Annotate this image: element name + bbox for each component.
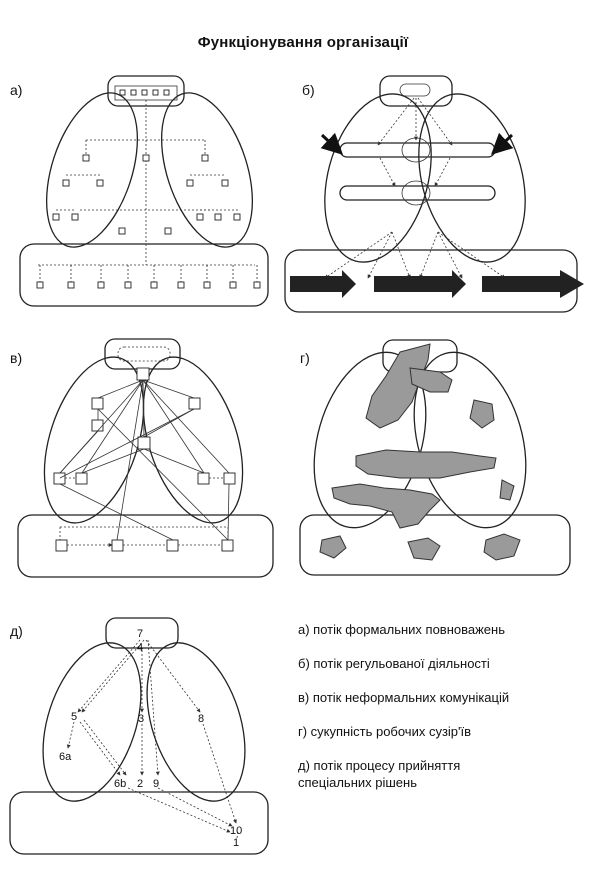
decision-node-9: 9 [153, 778, 159, 790]
legend-item-g: г) сукупність робочих сузір'їв [298, 724, 472, 739]
panel-b-regulated-activity [284, 75, 584, 313]
panel-v-informal-communication [17, 338, 274, 578]
decision-node-1: 1 [233, 837, 239, 849]
panel-label-b: б) [302, 82, 315, 98]
panel-label-v: в) [10, 350, 23, 366]
legend-item-a: а) потік формальних повноважень [298, 622, 505, 637]
panel-d-decision-process: 7 4 5 3 8 6а 6b 2 9 10 1 [9, 617, 269, 855]
legend-item-b: б) потік регульованої діяльності [298, 656, 490, 671]
decision-node-6a: 6а [59, 751, 72, 763]
decision-node-8: 8 [198, 713, 204, 725]
decision-node-2: 2 [137, 778, 143, 790]
legend: а) потік формальних повноважень б) потік… [298, 621, 598, 808]
decision-node-7: 7 [137, 628, 143, 640]
legend-item-d: д) потік процесу прийняття спеціальних р… [298, 758, 461, 790]
decision-node-10: 10 [230, 825, 242, 837]
decision-node-4: 4 [137, 642, 143, 654]
decision-node-3: 3 [138, 713, 144, 725]
panel-label-d: д) [10, 623, 23, 639]
panel-label-a: а) [10, 82, 23, 98]
decision-node-5: 5 [71, 711, 77, 723]
legend-item-v: в) потік неформальних комунікацій [298, 690, 510, 705]
panel-a-formal-authority [19, 75, 269, 307]
panel-label-g: г) [300, 350, 310, 366]
decision-node-6b: 6b [114, 778, 126, 790]
panel-g-work-constellations [299, 339, 571, 576]
page-title: Функціонування організації [197, 34, 409, 51]
